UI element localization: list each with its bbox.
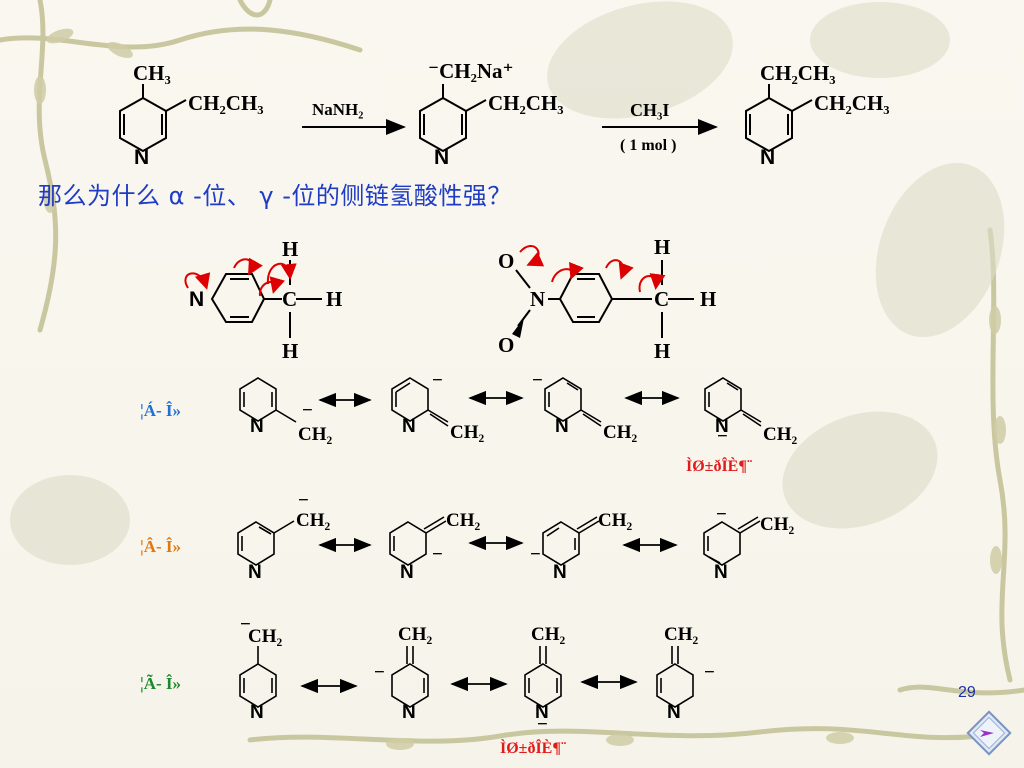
pyridine-n-label: N: [189, 288, 204, 311]
alpha-charge-4: −: [717, 426, 728, 447]
reactant-molecule: [119, 84, 187, 153]
alpha-n-3: N: [555, 416, 569, 437]
beta-ch2-1: CH₂: [296, 510, 331, 531]
alpha-structure-2: [391, 377, 449, 427]
reagent-ch3i: CH₃I: [630, 100, 669, 120]
product-n: N: [760, 146, 775, 169]
beta-charge-1: −: [298, 490, 309, 511]
beta-charge-3: −: [530, 544, 541, 565]
beta-n-3: N: [553, 562, 567, 583]
beta-structure-2: [389, 516, 447, 566]
alpha-charge-1: −: [302, 400, 313, 421]
beta-ch2-2: CH₂: [446, 510, 481, 531]
reagent-amount: ( 1 mol ): [620, 137, 676, 154]
beta-n-1: N: [248, 562, 262, 583]
intermediate-n: N: [434, 146, 449, 169]
gamma-n-2: N: [402, 702, 416, 723]
page-number: 29: [958, 684, 976, 701]
alpha-row-label: ¦Á- Î»: [140, 401, 182, 420]
gamma-n-3: N: [535, 702, 549, 723]
alpha-structure-4: [704, 377, 762, 427]
gamma-ch2-3: CH₂: [531, 624, 566, 645]
alpha-n-2: N: [402, 416, 416, 437]
h-top-1: H: [282, 237, 298, 261]
product-molecule: [745, 84, 813, 153]
beta-row-label: ¦Â- Î»: [140, 537, 182, 556]
beta-structure-4: [703, 516, 761, 566]
gamma-charge-4: −: [704, 662, 715, 683]
gamma-row-label: ¦Ã- Î»: [140, 674, 182, 693]
intermediate-molecule: [419, 84, 487, 153]
beta-charge-2: −: [432, 544, 443, 565]
product-ethyl: CH₂CH₃: [814, 91, 890, 115]
question-text: 那么为什么 α -位、 γ -位的侧链氢酸性强？: [38, 182, 512, 210]
gamma-ch2-1: CH₂: [248, 626, 283, 647]
intermediate-ethyl: CH₂CH₃: [488, 91, 564, 115]
gamma-ch2-2: CH₂: [398, 624, 433, 645]
nitro-o-bottom: O: [498, 333, 514, 357]
reagent-nanh2: NaNH₂: [312, 100, 363, 119]
h-right-1: H: [326, 287, 342, 311]
h-bottom-1: H: [282, 339, 298, 363]
h-right-2: H: [700, 287, 716, 311]
beta-n-4: N: [714, 562, 728, 583]
gamma-n-4: N: [667, 702, 681, 723]
stable-note-alpha: ÌØ±ðÎÈ¶¨: [686, 458, 753, 475]
h-bottom-2: H: [654, 339, 670, 363]
stable-note-gamma: ÌØ±ðÎÈ¶¨: [500, 740, 567, 757]
alpha-ch2-3: CH₂: [603, 422, 638, 443]
gamma-structure-1: [239, 646, 277, 708]
beta-ch2-4: CH₂: [760, 514, 795, 535]
gamma-structure-4: [656, 646, 694, 708]
h-top-2: H: [654, 235, 670, 259]
beta-structure-1: [237, 520, 295, 566]
alpha-charge-3: −: [532, 370, 543, 391]
alpha-n-4: N: [715, 416, 729, 437]
carbon-label-1: C: [282, 287, 297, 311]
product-top: CH₂CH₃: [760, 61, 836, 85]
beta-n-2: N: [400, 562, 414, 583]
next-slide-button[interactable]: [966, 710, 1012, 756]
alpha-charge-2: −: [432, 370, 443, 391]
reactant-ethyl: CH₂CH₃: [188, 91, 264, 115]
alpha-structure-1: [239, 377, 297, 423]
intermediate-top: ⁻CH₂Na⁺: [428, 59, 514, 83]
gamma-charge-2: −: [374, 662, 385, 683]
carbon-label-2: C: [654, 287, 669, 311]
nitro-o-top: O: [498, 249, 514, 273]
pyridine-methyl-diagram: [210, 260, 322, 338]
gamma-charge-1: −: [240, 614, 251, 635]
beta-structure-3: [542, 516, 600, 566]
alpha-ch2-2: CH₂: [450, 422, 485, 443]
reactant-n: N: [134, 146, 149, 169]
gamma-charge-3: −: [537, 714, 548, 735]
alpha-n-1: N: [250, 416, 264, 437]
alpha-ch2-4: CH₂: [763, 424, 798, 445]
gamma-n-1: N: [250, 702, 264, 723]
alpha-structure-3: [544, 377, 602, 427]
gamma-structure-3: [524, 646, 562, 708]
beta-charge-4: −: [716, 504, 727, 525]
nitro-n: N: [530, 287, 545, 311]
beta-ch2-3: CH₂: [598, 510, 633, 531]
next-arrow-icon: [980, 730, 994, 737]
alpha-ch2-1: CH₂: [298, 424, 333, 445]
gamma-structure-2: [391, 646, 429, 708]
gamma-ch2-4: CH₂: [664, 624, 699, 645]
reactant-ch3: CH₃: [133, 61, 171, 85]
